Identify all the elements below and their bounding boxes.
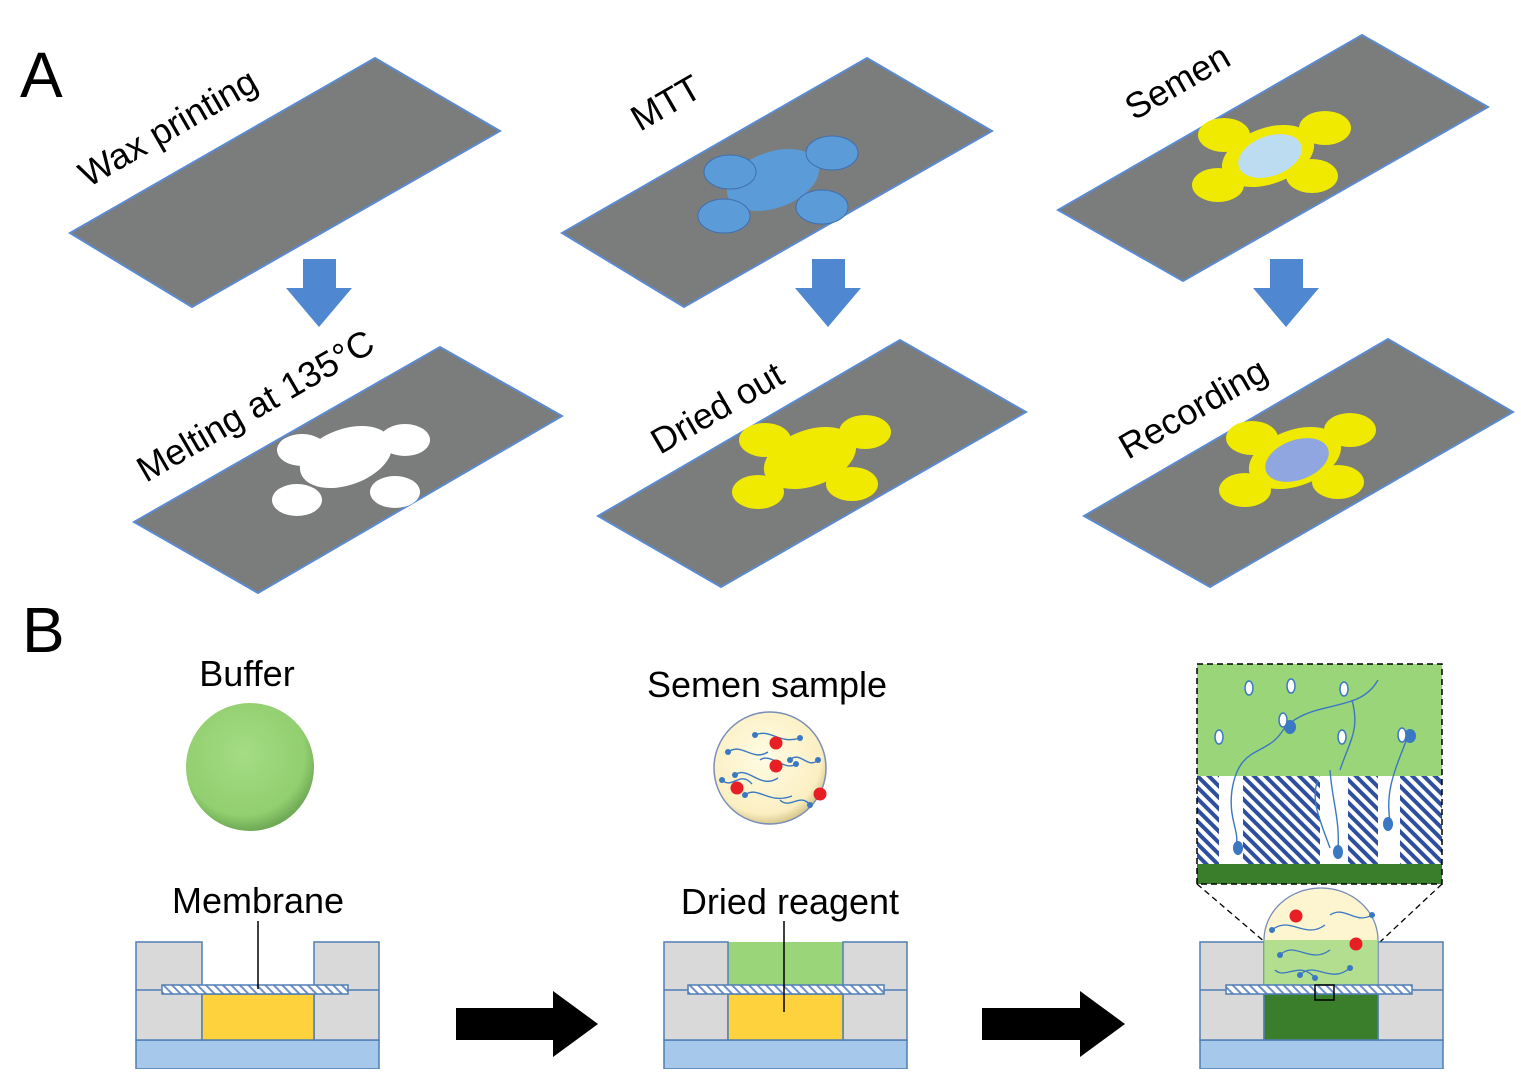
- white-wax-pattern: [272, 424, 430, 516]
- label-semen-sample: Semen sample: [647, 664, 887, 705]
- zoom-region-box: [1314, 984, 1335, 1001]
- device-3: [1199, 887, 1444, 1070]
- membrane-2: [687, 984, 885, 995]
- buffer-droplet: [186, 703, 314, 831]
- label-semen: Semen: [1118, 35, 1237, 128]
- semen-pattern: [1192, 111, 1351, 202]
- membrane-3: [1225, 984, 1413, 995]
- paper-wax-printing: [68, 56, 502, 309]
- panel-a-letter: A: [20, 39, 63, 111]
- panel-b-letter: B: [22, 594, 65, 666]
- device-1: [135, 921, 380, 1070]
- mtt-blue-pattern: [697, 135, 859, 234]
- arrow-down-2: [795, 259, 861, 327]
- arrow-right-2: [982, 991, 1125, 1057]
- semen-sample-droplet: [713, 711, 827, 825]
- label-buffer: Buffer: [199, 653, 294, 694]
- zoom-inset: [1196, 663, 1443, 986]
- arrow-down-1: [286, 259, 352, 327]
- label-mtt: MTT: [624, 66, 709, 138]
- label-membrane: Membrane: [172, 880, 344, 921]
- membrane-1: [161, 984, 349, 995]
- arrow-down-3: [1253, 259, 1319, 327]
- arrow-right-1: [456, 991, 598, 1057]
- yellow-reagent-pattern: [732, 415, 891, 509]
- device-2: [663, 921, 908, 1070]
- label-dried-reagent: Dried reagent: [681, 881, 899, 922]
- recording-pattern: [1219, 413, 1376, 507]
